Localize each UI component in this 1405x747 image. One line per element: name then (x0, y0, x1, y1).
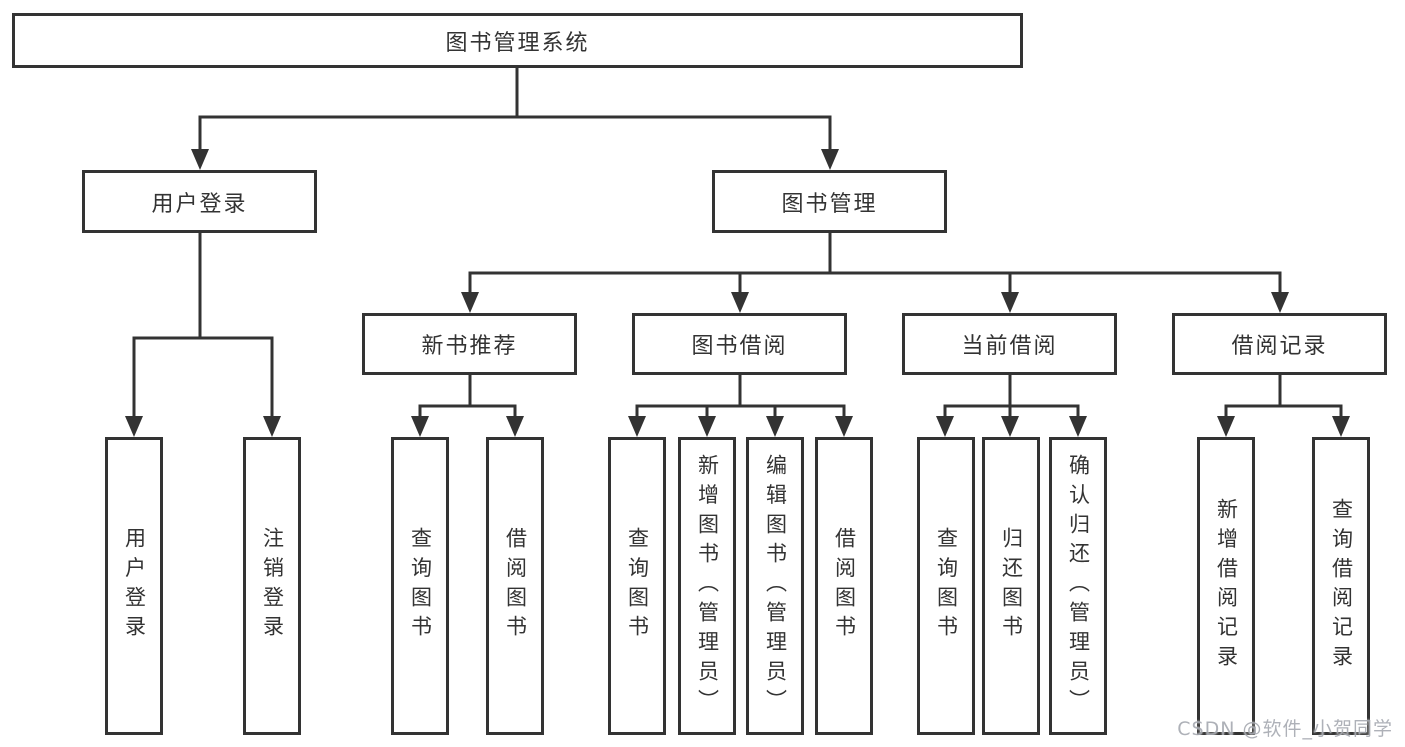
node-label: 新书推荐 (421, 334, 518, 359)
watermark-csdn: CSDN @软件_小贺同学 (1177, 718, 1393, 740)
leaf-label: 新增借阅记录 (1214, 497, 1239, 675)
node-label: 图书管理 (781, 191, 878, 217)
node-label: 借阅记录 (1231, 334, 1328, 359)
leaf-label: 编辑图书（管理员） (763, 453, 788, 719)
node-label: 图书管理系统 (445, 30, 590, 56)
leaf-label: 确认归还（管理员） (1066, 453, 1091, 719)
leaf-label: 借阅图书 (503, 527, 528, 645)
leaf-label: 借阅图书 (832, 527, 857, 645)
node-borrowing-records: 借阅记录 (1172, 313, 1387, 375)
node-label: 图书借阅 (691, 334, 788, 359)
leaf-label: 用户登录 (122, 527, 147, 645)
leaf-label: 查询借阅记录 (1329, 497, 1354, 675)
node-book-management: 图书管理 (712, 170, 947, 233)
leaf-return-books: 归还图书 (982, 437, 1040, 735)
leaf-user-login: 用户登录 (105, 437, 163, 735)
arrowheads (125, 149, 1350, 437)
leaf-label: 新增图书（管理员） (695, 453, 720, 719)
leaf-logout: 注销登录 (243, 437, 301, 735)
leaf-label: 查询图书 (408, 527, 433, 645)
leaf-query-books-current: 查询图书 (917, 437, 975, 735)
leaf-label: 归还图书 (999, 527, 1024, 645)
node-library-management-system: 图书管理系统 (12, 13, 1023, 68)
connector-path (132, 65, 1343, 433)
node-user-login: 用户登录 (82, 170, 317, 233)
leaf-add-borrow-record: 新增借阅记录 (1197, 437, 1255, 735)
node-label: 用户登录 (151, 191, 248, 217)
leaf-query-borrow-record: 查询借阅记录 (1312, 437, 1370, 735)
leaf-add-books-admin: 新增图书（管理员） (678, 437, 736, 735)
node-current-borrowing: 当前借阅 (902, 313, 1117, 375)
leaf-query-books-borrow: 查询图书 (608, 437, 666, 735)
leaf-query-books-recommend: 查询图书 (391, 437, 449, 735)
leaf-confirm-return-admin: 确认归还（管理员） (1049, 437, 1107, 735)
leaf-label: 查询图书 (934, 527, 959, 645)
leaf-label: 查询图书 (625, 527, 650, 645)
leaf-borrow-books: 借阅图书 (815, 437, 873, 735)
node-new-book-recommendation: 新书推荐 (362, 313, 577, 375)
node-label: 当前借阅 (961, 334, 1058, 359)
leaf-edit-books-admin: 编辑图书（管理员） (746, 437, 804, 735)
node-book-borrowing: 图书借阅 (632, 313, 847, 375)
leaf-borrow-books-recommend: 借阅图书 (486, 437, 544, 735)
leaf-label: 注销登录 (260, 527, 285, 645)
